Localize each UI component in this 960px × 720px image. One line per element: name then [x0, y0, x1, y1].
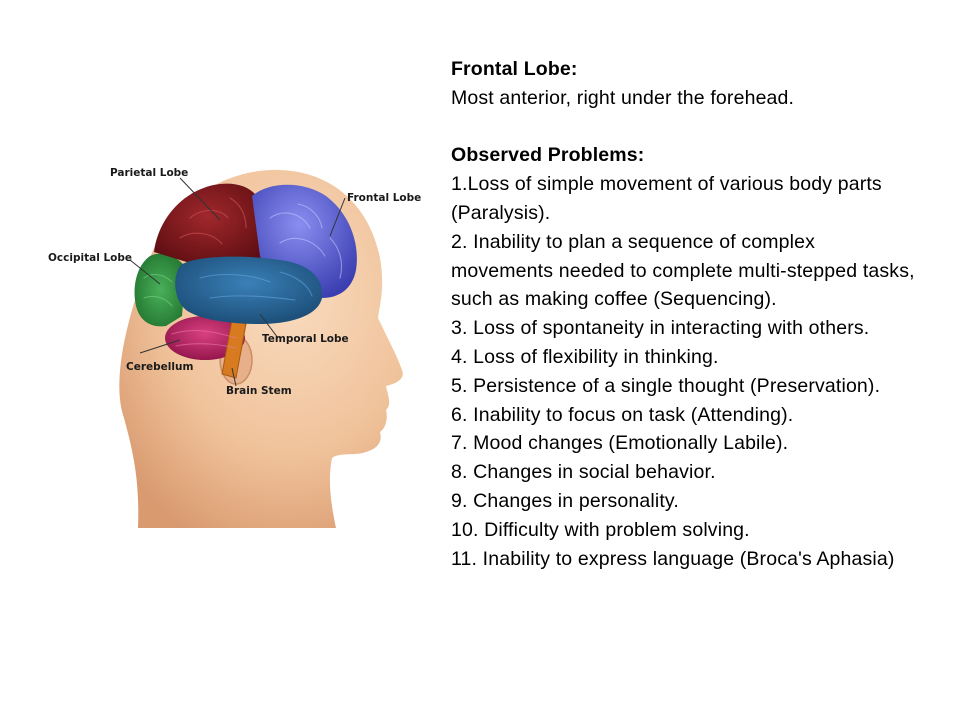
label-occipital-lobe: Occipital Lobe	[48, 252, 132, 264]
frontal-lobe-heading: Frontal Lobe:	[451, 55, 921, 84]
label-brain-stem: Brain Stem	[226, 385, 292, 397]
problem-item: 8. Changes in social behavior.	[451, 458, 921, 487]
label-cerebellum: Cerebellum	[126, 361, 193, 373]
label-temporal-lobe: Temporal Lobe	[262, 333, 349, 345]
label-parietal-lobe: Parietal Lobe	[110, 167, 188, 179]
label-frontal-lobe: Frontal Lobe	[347, 192, 421, 204]
problem-item: 2. Inability to plan a sequence of compl…	[451, 228, 921, 314]
problem-item: 3. Loss of spontaneity in interacting wi…	[451, 314, 921, 343]
spacer	[451, 113, 921, 142]
problem-item: 11. Inability to express language (Broca…	[451, 545, 921, 574]
problems-heading: Observed Problems:	[451, 141, 921, 170]
problem-item: 9. Changes in personality.	[451, 487, 921, 516]
temporal-lobe	[175, 257, 322, 324]
problem-item: 5. Persistence of a single thought (Pres…	[451, 372, 921, 401]
problem-item: 4. Loss of flexibility in thinking.	[451, 343, 921, 372]
text-block: Frontal Lobe: Most anterior, right under…	[451, 55, 921, 573]
brain-diagram: Parietal Lobe Frontal Lobe Occipital Lob…	[40, 148, 430, 528]
problem-item: 10. Difficulty with problem solving.	[451, 516, 921, 545]
problem-item: 1.Loss of simple movement of various bod…	[451, 170, 921, 228]
problem-item: 6. Inability to focus on task (Attending…	[451, 401, 921, 430]
problem-item: 7. Mood changes (Emotionally Labile).	[451, 429, 921, 458]
location-text: Most anterior, right under the forehead.	[451, 84, 921, 113]
